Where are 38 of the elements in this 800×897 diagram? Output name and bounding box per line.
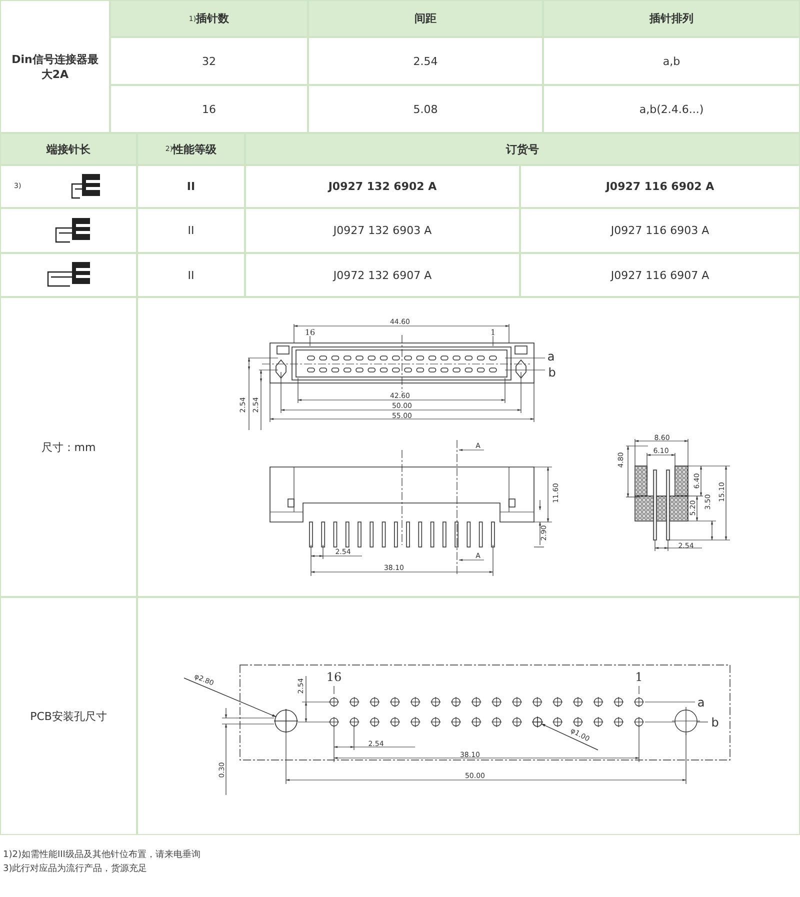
table-cell: J0927 116 6902 A xyxy=(520,165,800,208)
footnote-text: 1)2)如需性能III级品及其他针位布置，请来电垂询 xyxy=(3,848,200,861)
leader-line xyxy=(540,723,598,750)
leader-line xyxy=(184,678,277,718)
table-cell: a,b(2.4.6...) xyxy=(543,85,800,133)
table-cell: 16 xyxy=(110,85,308,133)
table-cell: 2.54 xyxy=(308,37,543,85)
table-cell: 32 xyxy=(110,37,308,85)
footnote-text: 3)此行对应品为流行产品，货源充足 xyxy=(3,862,148,875)
row-label: a xyxy=(547,349,555,364)
row-label: b xyxy=(548,365,556,380)
table-cell: Din信号连接器最大2A xyxy=(0,0,110,133)
table-cell: J0927 132 6902 A xyxy=(245,165,520,208)
column-header: 间距 xyxy=(308,0,543,37)
table-cell: 尺寸：mm xyxy=(0,297,137,597)
row-label: b xyxy=(711,715,719,730)
column-header: 插针排列 xyxy=(543,0,800,37)
table-cell: a,b xyxy=(543,37,800,85)
table-cell: II xyxy=(137,253,245,297)
pin-number-label: 16 xyxy=(304,328,316,338)
column-header: 端接针长 xyxy=(0,133,137,165)
pin-number-label: 1 xyxy=(635,670,643,684)
table-cell: II xyxy=(137,165,245,208)
table-cell: 5.08 xyxy=(308,85,543,133)
table-cell: PCB安装孔尺寸 xyxy=(0,597,137,835)
column-header: $^{2)}$性能等级 xyxy=(137,133,245,165)
table-cell: II xyxy=(137,208,245,253)
column-header: $^{1)}$插针数 xyxy=(110,0,308,37)
pin-number-label: 16 xyxy=(326,670,342,684)
table-cell: J0927 116 6903 A xyxy=(520,208,800,253)
row-label: a xyxy=(697,695,705,710)
table-cell: J0927 132 6903 A xyxy=(245,208,520,253)
pin-number-label: 1 xyxy=(490,328,496,338)
table-cell: J0972 132 6907 A xyxy=(245,253,520,297)
mounting-hole xyxy=(274,708,298,734)
column-header: 订货号 xyxy=(245,133,800,165)
table-cell: J0927 116 6907 A xyxy=(520,253,800,297)
pin-hole xyxy=(532,716,544,728)
